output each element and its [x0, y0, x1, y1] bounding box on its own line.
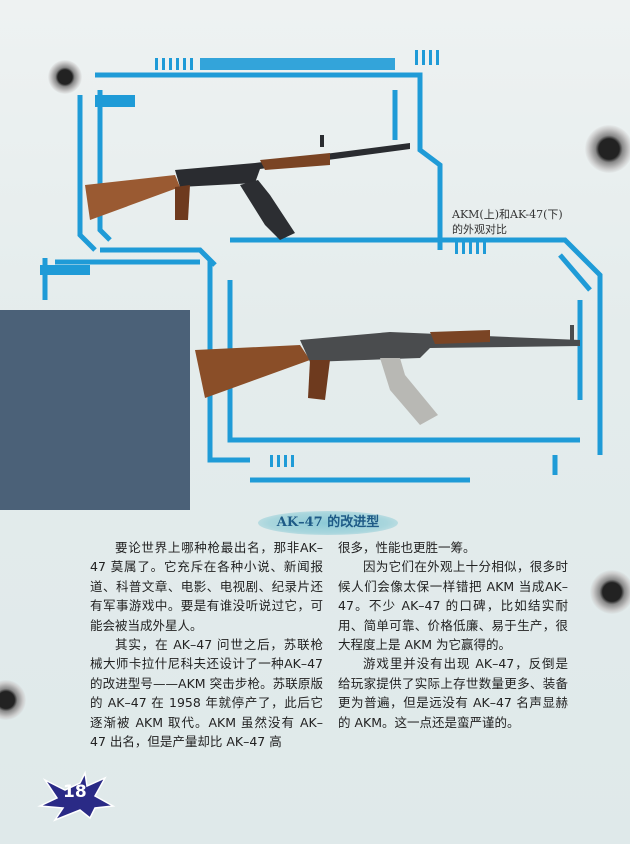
tech-frame-decoration	[40, 50, 603, 483]
section-title: AK–47 的改进型	[258, 511, 398, 535]
decorative-slate-block	[0, 310, 190, 510]
figure-caption: AKM(上)和AK-47(下) 的外观对比	[452, 207, 563, 237]
bullet-hole-icon	[48, 60, 82, 94]
caption-line-1: AKM(上)和AK-47(下)	[452, 208, 563, 221]
jet-fighter-icon	[37, 770, 116, 822]
page-number: 18	[63, 782, 87, 802]
akm-rifle-image	[85, 135, 410, 240]
paragraph: 很多，性能也更胜一筹。	[338, 540, 476, 555]
ak47-rifle-image	[195, 325, 580, 425]
text-column-left: 要论世界上哪种枪最出名，那非AK–47 莫属了。它充斥在各种小说、新闻报道、科普…	[90, 538, 323, 751]
bullet-hole-icon	[0, 680, 26, 720]
paragraph: 要论世界上哪种枪最出名，那非AK–47 莫属了。它充斥在各种小说、新闻报道、科普…	[90, 540, 323, 633]
paragraph: 因为它们在外观上十分相似，很多时候人们会像太保一样错把 AKM 当成AK–47。…	[338, 559, 568, 653]
page-number-badge: 18	[35, 768, 125, 823]
text-column-right: 很多，性能也更胜一筹。 因为它们在外观上十分相似，很多时候人们会像太保一样错把 …	[338, 538, 568, 732]
caption-line-2: 的外观对比	[452, 223, 507, 236]
paragraph: 其实，在 AK–47 问世之后，苏联枪械大师卡拉什尼科夫还设计了一种AK–47 …	[90, 637, 323, 750]
bullet-hole-icon	[585, 125, 630, 173]
paragraph: 游戏里并没有出现 AK–47，反倒是给玩家提供了实际上存世数量更多、装备更为普遍…	[338, 656, 568, 730]
bullet-hole-icon	[590, 570, 630, 614]
